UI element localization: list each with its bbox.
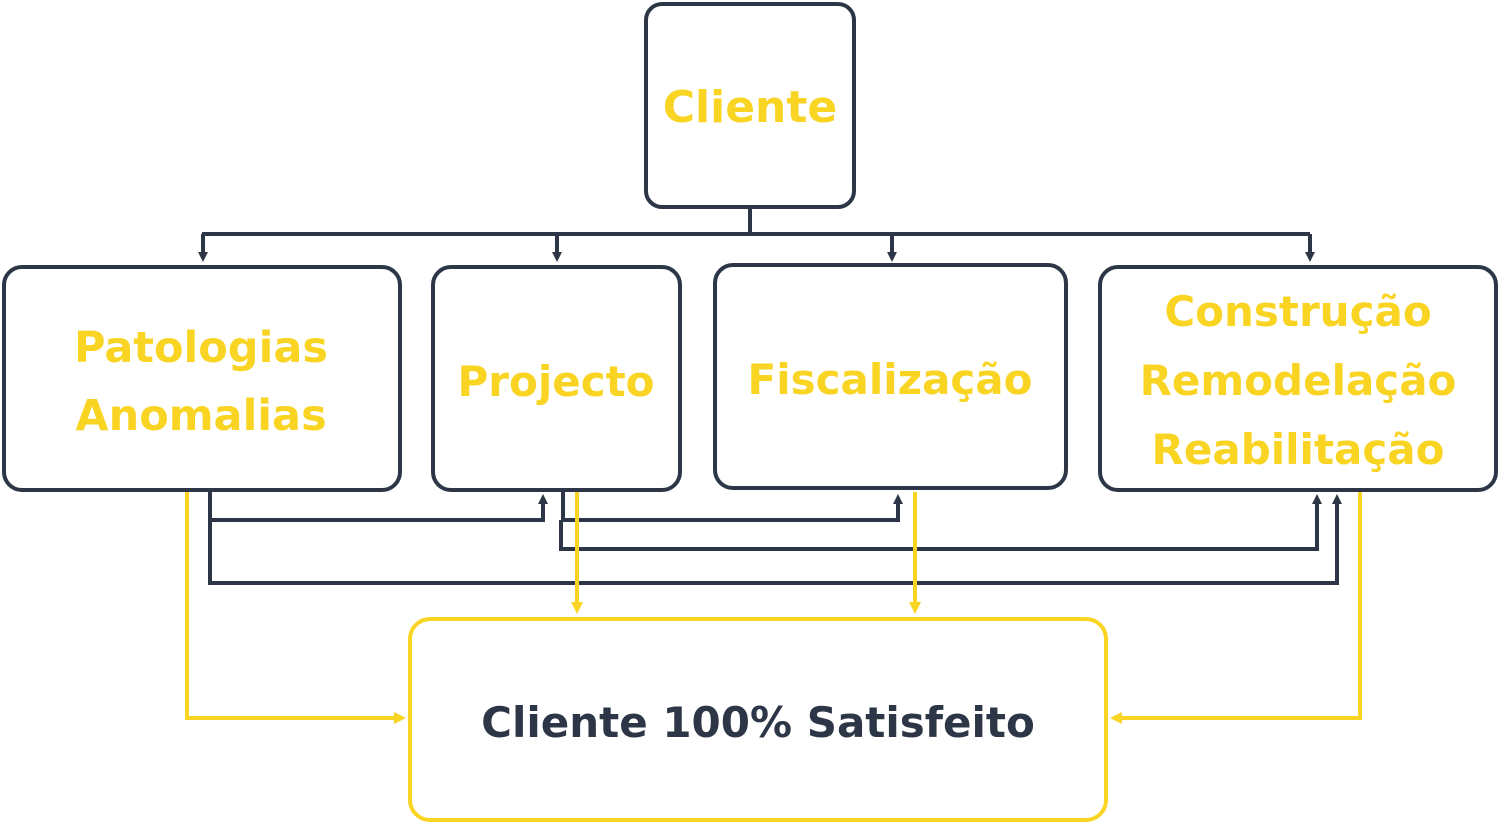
satisfeito-node: Cliente 100% Satisfeito — [408, 617, 1108, 822]
fiscalizacao-node: Fiscalização — [713, 263, 1068, 490]
projecto-to-fiscalizacao-arrow — [561, 492, 903, 522]
projecto-label: Projecto — [457, 357, 654, 406]
patologias-to-projecto-arrow — [208, 492, 548, 522]
construcao-label-line3: Reabilitação — [1152, 425, 1445, 474]
feedback-connectors — [208, 492, 1342, 585]
projecto-node: Projecto — [431, 265, 682, 492]
construcao-to-satisfeito-arrow — [1110, 492, 1362, 724]
projecto-to-construcao-arrow — [559, 494, 1322, 551]
distribution-connectors — [198, 208, 1315, 262]
construcao-label-line1: Construção — [1164, 287, 1431, 336]
patologias-node: Patologias Anomalias — [2, 265, 402, 492]
patologias-label-line2: Anomalias — [75, 391, 326, 441]
construcao-box — [1098, 265, 1498, 492]
construcao-label-line2: Remodelação — [1140, 356, 1457, 405]
patologias-to-construcao-arrow — [208, 494, 1342, 585]
fiscalizacao-box — [713, 263, 1068, 490]
satisfeito-box — [408, 617, 1108, 822]
cliente-box — [644, 2, 856, 209]
satisfaction-connectors — [185, 492, 1362, 724]
patologias-to-satisfeito-arrow — [185, 492, 406, 724]
fiscalizacao-label: Fiscalização — [748, 355, 1033, 404]
satisfeito-label: Cliente 100% Satisfeito — [481, 698, 1035, 747]
patologias-box — [2, 265, 402, 492]
cliente-node: Cliente — [644, 2, 856, 209]
construcao-node: Construção Remodelação Reabilitação — [1098, 265, 1498, 492]
cliente-label: Cliente — [663, 82, 838, 133]
projecto-box — [431, 265, 682, 492]
patologias-label-line1: Patologias — [74, 323, 328, 373]
